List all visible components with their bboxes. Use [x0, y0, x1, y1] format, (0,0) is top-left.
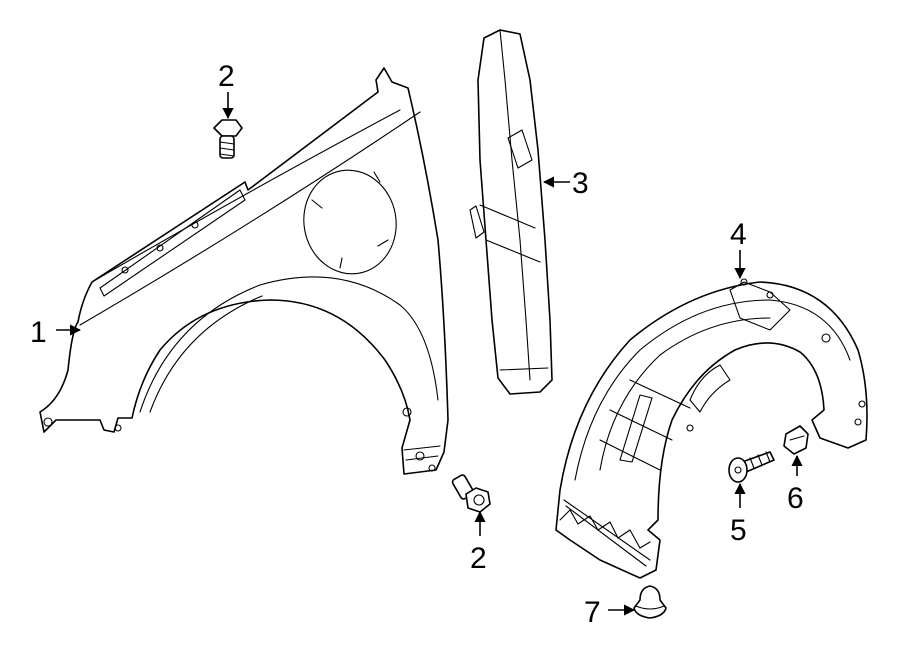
callout-4: 4 — [730, 218, 747, 251]
callout-2-bottom: 2 — [470, 542, 487, 575]
callout-1: 1 — [30, 316, 47, 349]
push-clip-part[interactable] — [633, 585, 667, 619]
bolt-top-part[interactable] — [213, 119, 243, 159]
callout-6: 6 — [787, 482, 804, 515]
screw-part[interactable] — [728, 451, 775, 483]
insulator-part[interactable] — [469, 29, 553, 395]
callout-7: 7 — [584, 596, 601, 629]
nut-part[interactable] — [783, 425, 809, 455]
callout-2-top: 2 — [218, 60, 235, 93]
inner-liner-part[interactable] — [555, 278, 868, 579]
bolt-bottom-part[interactable] — [451, 474, 491, 513]
callout-5: 5 — [730, 514, 747, 547]
callout-3: 3 — [572, 167, 589, 200]
fender-part[interactable] — [39, 67, 449, 475]
